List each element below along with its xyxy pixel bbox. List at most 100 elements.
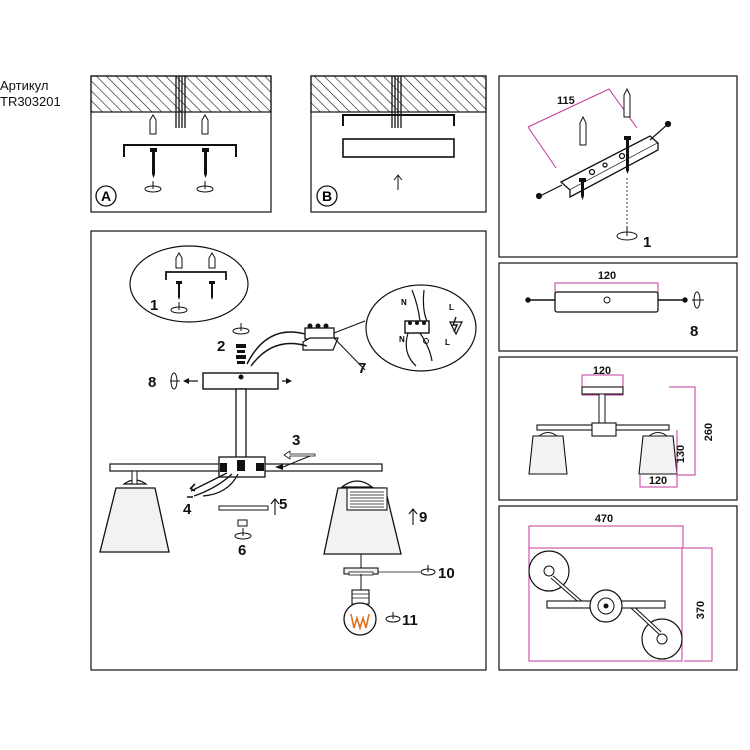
arm-hub	[591, 422, 617, 437]
mounting-bracket	[165, 271, 227, 280]
rotate-screwdriver-icon	[144, 181, 214, 193]
ceiling-wires	[175, 76, 186, 128]
dimension-value: 120	[598, 270, 616, 282]
hub-nut	[220, 463, 227, 472]
canopy-screw	[238, 374, 244, 380]
canopy-plate	[342, 138, 455, 158]
rotate-screw-icon	[170, 372, 180, 390]
mount-option-b-panel: B	[310, 75, 487, 213]
mounting-bracket	[342, 114, 455, 126]
canopy-top-center	[603, 603, 609, 609]
option-b-label: B	[322, 188, 332, 204]
step-number: 4	[183, 501, 192, 518]
arm-left	[109, 463, 221, 472]
article-info: Артикул TR303201	[0, 78, 61, 110]
lamp-holder-right	[340, 480, 374, 488]
supply-cable	[246, 331, 306, 365]
rotate-screwdriver-icon	[170, 302, 188, 314]
dimension-line	[528, 525, 684, 548]
up-arrow-icon	[393, 174, 403, 190]
step-number: 3	[292, 432, 300, 449]
supply-cable	[250, 342, 308, 367]
outline-box	[528, 547, 683, 662]
wall-plug-icon	[175, 252, 216, 269]
wall-plug-icon	[579, 87, 631, 146]
arrow-left-icon	[275, 455, 311, 470]
rotate-icon	[420, 565, 436, 576]
downrod	[235, 388, 247, 461]
bracket-panel: 115 1	[498, 75, 738, 258]
shade-left	[99, 487, 170, 553]
assembly-panel: N L N L	[90, 230, 487, 671]
step-number: 10	[438, 565, 455, 582]
screw-icon	[535, 120, 672, 200]
dimension-value: 120	[593, 365, 611, 377]
socket-thread	[350, 491, 384, 508]
step-number: 8	[148, 374, 156, 391]
wire-label-l: L	[449, 303, 454, 312]
article-code: TR303201	[0, 94, 61, 109]
step-number: 5	[279, 496, 287, 513]
bracket-inset	[129, 245, 249, 323]
ceiling-hatch	[90, 75, 272, 113]
wire-label-n: N	[399, 335, 405, 344]
plate-panel: 120 8	[498, 262, 738, 352]
rotate-icon	[385, 612, 401, 623]
high-voltage-icon	[449, 316, 463, 336]
hub-nut	[256, 463, 264, 471]
terminal-block	[404, 289, 433, 367]
wire-label-n: N	[401, 298, 407, 307]
rotate-icon	[692, 291, 704, 309]
dimension-value: 470	[595, 513, 613, 525]
step-number: 11	[402, 612, 418, 629]
bulb-icon	[343, 589, 377, 636]
shade-neck	[131, 470, 138, 485]
article-label: Артикул	[0, 78, 49, 93]
option-a-label: A	[101, 188, 111, 204]
panel-frame	[498, 505, 738, 671]
downrod	[598, 393, 606, 425]
top-view-panel: 470 370	[498, 505, 738, 671]
arrow-left-icon	[183, 378, 198, 384]
screw-icon	[525, 297, 688, 303]
lamp-holder-right	[647, 432, 669, 437]
plate-hole	[603, 296, 611, 304]
mounting-bracket	[559, 135, 660, 199]
dimension-value: 130	[675, 445, 687, 463]
arrow-right-icon	[282, 378, 292, 384]
terminal-block	[302, 320, 366, 371]
step-number: 8	[690, 323, 698, 340]
up-arrow-icon	[408, 508, 418, 525]
hub-nut	[237, 460, 245, 471]
shade-left	[528, 435, 568, 475]
bulb-socket	[346, 487, 388, 511]
canopy-nut-stack	[236, 344, 246, 364]
step-number: 7	[358, 360, 366, 377]
dimension-line	[554, 282, 659, 300]
finial	[237, 519, 248, 527]
wall-plug-icon	[149, 114, 209, 135]
dimension-line	[682, 547, 713, 662]
arrow-left-icon	[283, 450, 316, 460]
screw-icon	[579, 136, 631, 200]
option-a-badge	[95, 185, 117, 207]
shade-right	[638, 435, 678, 475]
shade-top-left-inner	[543, 565, 555, 577]
rotate-icon	[234, 528, 252, 540]
rotate-icon	[232, 323, 250, 335]
step-number: 9	[419, 509, 427, 526]
step-number: 1	[150, 297, 158, 314]
dimension-value: 370	[695, 601, 707, 619]
ceiling-wires	[391, 76, 402, 128]
screw-icon	[150, 148, 209, 178]
side-view-panel: 120 260 130 120	[498, 356, 738, 501]
lamp-holder-left	[537, 432, 559, 437]
screw-icon	[176, 281, 215, 300]
arrow-right-icon	[187, 483, 196, 498]
bottom-cap-washer	[218, 505, 269, 511]
canopy	[581, 386, 624, 395]
wire-label-l: L	[445, 338, 450, 347]
option-b-badge	[316, 185, 338, 207]
step-number: 2	[217, 338, 225, 355]
